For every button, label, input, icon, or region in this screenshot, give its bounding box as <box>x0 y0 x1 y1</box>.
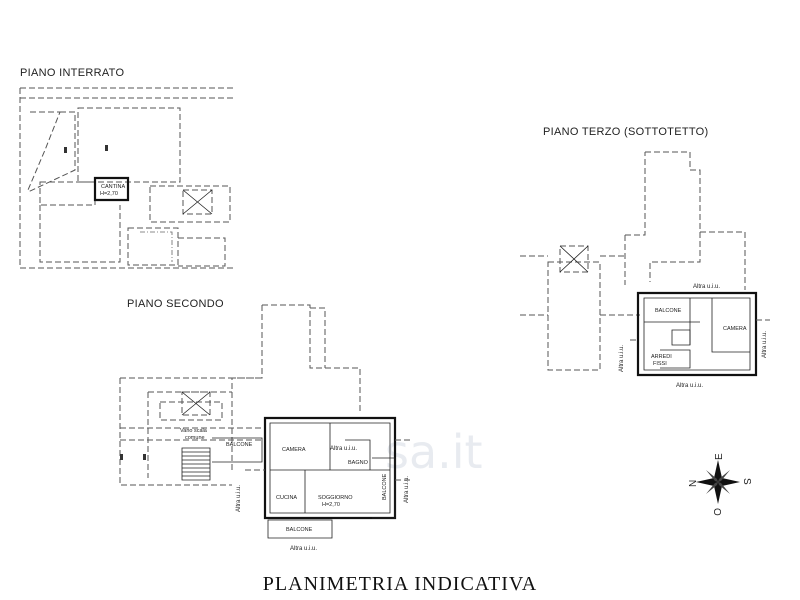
note-terzo-altra-right: Altra u.i.u. <box>762 331 768 358</box>
room-terzo-balcone: BALCONE <box>655 308 682 314</box>
compass-n: N <box>688 480 699 487</box>
plan-piano-terzo <box>520 151 770 377</box>
room-secondo-balcone-left: BALCONE <box>226 442 253 448</box>
room-secondo-soggiorno: SOGGIORNO <box>318 495 353 501</box>
note-terzo-altra-bottom: Altra u.i.u. <box>676 383 703 389</box>
room-terzo-camera: CAMERA <box>723 326 747 332</box>
compass-e: E <box>714 453 725 460</box>
room-cantina-height: H=2,70 <box>100 191 118 197</box>
compass-rose-icon <box>696 460 740 504</box>
watermark: sa.it <box>385 425 483 479</box>
note-secondo-altra-bottom: Altra u.i.u. <box>290 546 317 552</box>
room-secondo-balcone-right: BALCONE <box>382 473 388 500</box>
page-title: PLANIMETRIA INDICATIVA <box>263 573 537 595</box>
compass-o: O <box>711 508 722 516</box>
plan-piano-secondo <box>119 304 412 539</box>
room-terzo-fissi: FISSI <box>653 361 667 367</box>
room-vano-scala: Vano scala <box>180 428 208 434</box>
room-secondo-soggiorno-height: H=2,70 <box>322 502 340 508</box>
label-piano-terzo: PIANO TERZO (SOTTOTETTO) <box>543 126 709 138</box>
room-secondo-cucina: CUCINA <box>276 495 297 501</box>
room-terzo-arredi: ARREDI <box>651 354 672 360</box>
room-secondo-camera: CAMERA <box>282 447 306 453</box>
note-terzo-altra-left: Altra u.i.u. <box>619 345 625 372</box>
room-secondo-balcone-bottom: BALCONE <box>286 527 313 533</box>
plan-piano-interrato <box>19 87 235 269</box>
label-piano-secondo: PIANO SECONDO <box>127 298 224 310</box>
room-cantina: CANTINA <box>101 184 125 190</box>
note-secondo-altra-left: Altra u.i.u. <box>236 485 242 512</box>
room-comune: comune <box>185 435 205 441</box>
note-secondo-altra-top: Altra u.i.u. <box>330 446 357 452</box>
room-secondo-bagno: BAGNO <box>348 460 369 466</box>
note-secondo-altra-right: Altra u.i.u. <box>404 476 410 503</box>
note-terzo-altra-top: Altra u.i.u. <box>693 284 720 290</box>
compass-s: S <box>741 478 752 485</box>
label-piano-interrato: PIANO INTERRATO <box>20 67 124 79</box>
